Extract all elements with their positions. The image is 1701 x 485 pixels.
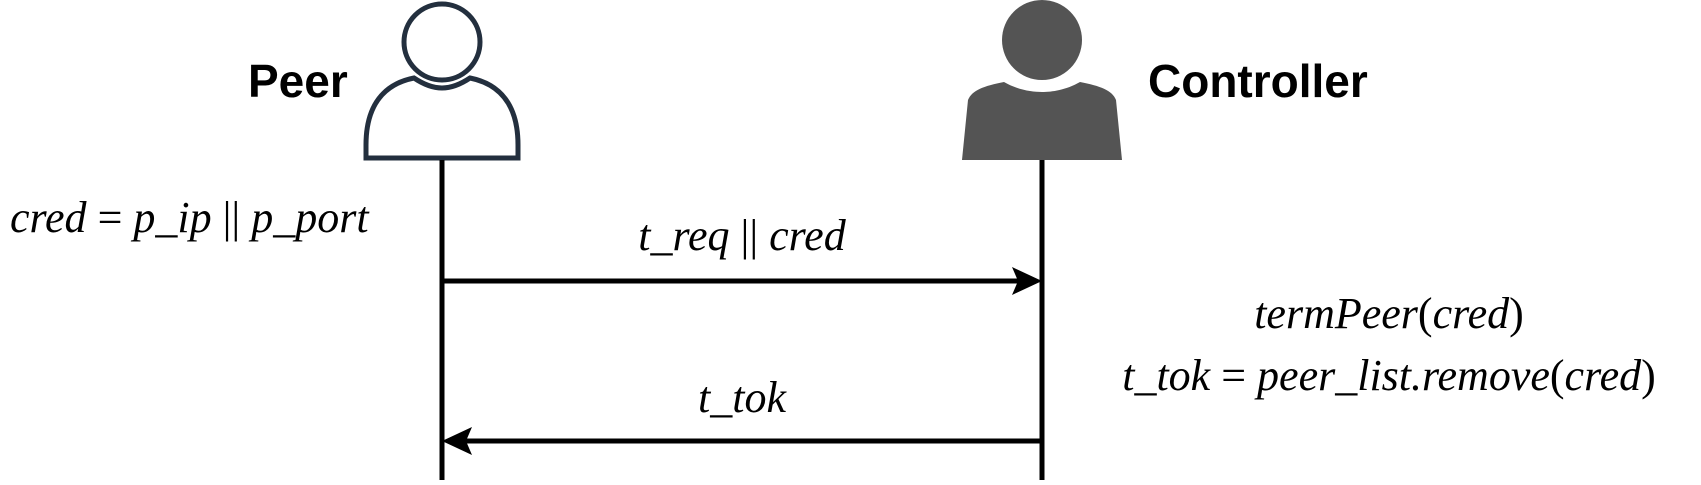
peer-credential-annotation: cred = p_ip || p_port <box>10 193 370 242</box>
user-filled-icon <box>962 0 1122 160</box>
message-label-request: t_req || cred <box>638 211 846 260</box>
message-label-token: t_tok <box>698 373 787 422</box>
message-arrow-request <box>442 267 1042 295</box>
peer-label: Peer <box>248 55 348 107</box>
controller-annotation-line1: termPeer(cred) <box>1254 289 1524 338</box>
user-outline-icon <box>363 1 521 161</box>
controller-label: Controller <box>1148 55 1368 107</box>
controller-annotation-line2: t_tok = peer_list.remove(cred) <box>1122 351 1656 400</box>
message-arrow-token <box>442 427 1042 455</box>
